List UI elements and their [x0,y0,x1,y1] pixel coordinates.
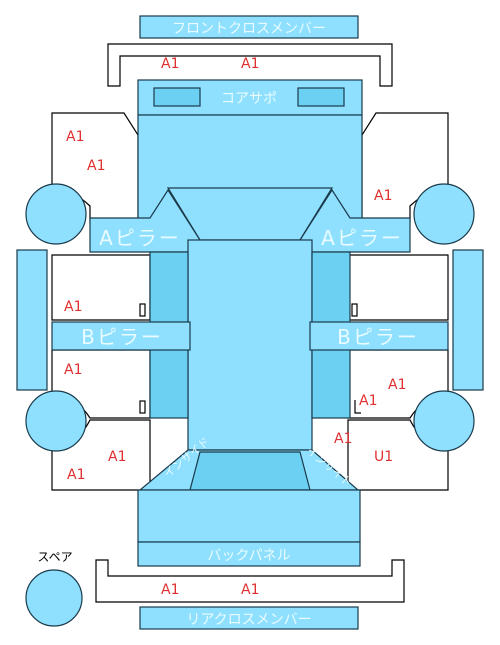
core-support-label: コアサポ [221,91,277,107]
b-pillar-left-label: Bピラー [81,325,163,349]
code-left-mid: A1 [64,299,82,315]
rear-deck [189,451,311,491]
core-support-left-block [153,87,201,107]
core-support-right-block [297,87,345,107]
code-rear-member-2: A1 [241,582,259,598]
code-right-rear-1: A1 [334,431,352,447]
a-pillar-right-label: Aピラー [321,226,403,250]
code-left-rear: A1 [108,449,126,465]
spare-tire[interactable] [25,569,83,627]
code-front-member-2: A1 [241,56,259,72]
code-right-lower-1: A1 [388,377,406,393]
b-pillar-right-part[interactable] [309,321,449,351]
left-front-wheel[interactable] [25,183,87,245]
a-pillar-left-label: Aピラー [99,226,181,250]
code-rear-member-1: A1 [161,582,179,598]
right-rear-wheel[interactable] [413,390,475,452]
left-front-handle [139,303,146,317]
right-front-handle [351,303,358,317]
code-front-left-2: A1 [87,158,105,174]
spare-label: スペア [37,550,72,564]
code-front-right: A1 [374,188,392,204]
code-front-member-1: A1 [161,56,179,72]
left-rear-wheel[interactable] [25,390,87,452]
front-bracket [107,43,393,87]
code-left-lower: A1 [64,362,82,378]
right-rear-handle [354,400,361,414]
trunk-lid[interactable] [137,489,361,543]
code-right-lower-2: A1 [359,393,377,409]
left-rear-handle [139,400,146,414]
rear-cross-member-label: リアクロスメンバー [186,612,311,628]
code-right-rear-2: U1 [374,449,393,465]
b-pillar-left-part[interactable] [51,321,191,351]
rear-bracket [95,559,405,603]
right-front-door[interactable] [347,254,449,321]
back-panel-part[interactable] [137,541,361,567]
roof-panel[interactable] [187,239,313,451]
code-front-left-1: A1 [66,129,84,145]
rear-cross-member-part[interactable] [139,606,359,630]
right-front-wheel[interactable] [413,183,475,245]
back-panel-label: バックパネル [207,548,290,564]
right-side-sill[interactable] [452,249,484,391]
code-left-rear-2: A1 [67,467,85,483]
left-side-sill[interactable] [16,249,48,391]
front-cross-member-label: フロントクロスメンバー [172,21,326,37]
front-cross-member-part[interactable] [139,15,359,39]
b-pillar-right-label: Bピラー [337,325,419,349]
